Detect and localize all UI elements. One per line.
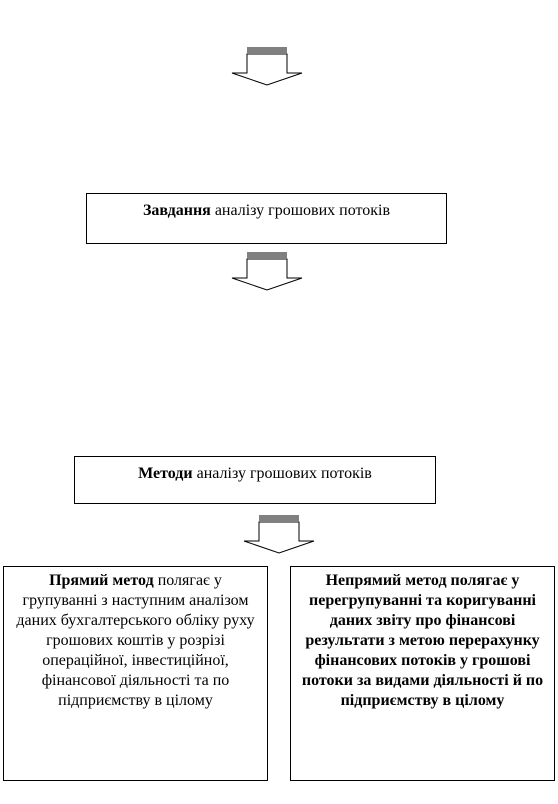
indirect-method-bold: Непрямий метод [325, 572, 447, 589]
direct-method-bold: Прямий метод [49, 572, 154, 589]
methods-text: аналізу грошових потоків [192, 465, 372, 482]
tasks-text: аналізу грошових потоків [210, 202, 391, 219]
down-arrow-icon-1 [231, 47, 303, 87]
methods-box: Методи аналізу грошових потоків [74, 456, 436, 504]
methods-bold: Методи [138, 465, 193, 482]
down-arrow-icon-3 [243, 515, 315, 555]
indirect-method-box: Непрямий метод полягає у перегрупуванні … [290, 566, 555, 781]
direct-method-text: полягає у групуванні з наступним аналізо… [16, 572, 255, 709]
indirect-method-text: полягає у перегрупуванні та коригуванні … [301, 572, 544, 709]
tasks-box: Завдання аналізу грошових потоків [86, 193, 447, 244]
tasks-bold: Завдання [142, 202, 211, 219]
direct-method-box: Прямий метод полягає у групуванні з наст… [3, 566, 268, 781]
down-arrow-icon-2 [231, 252, 303, 292]
